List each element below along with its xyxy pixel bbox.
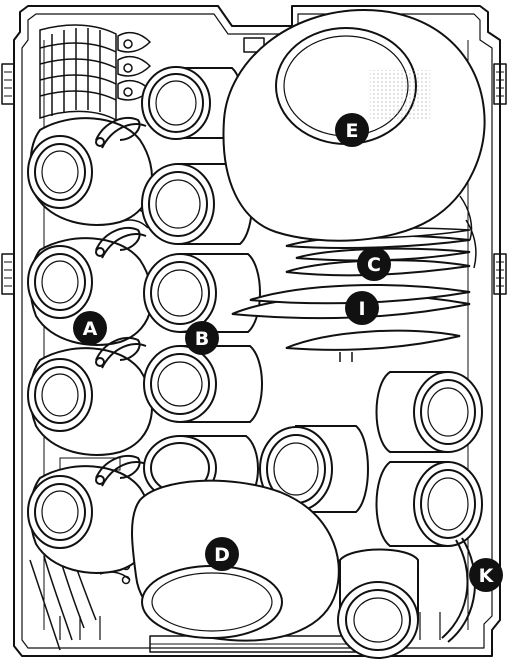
label-k-text: K [479, 565, 495, 587]
cup-1 [141, 66, 244, 140]
label-k: K [469, 558, 503, 592]
cup-9 [337, 548, 419, 659]
cup-4 [143, 345, 263, 423]
label-i-text: I [358, 298, 365, 320]
label-b-text: B [195, 328, 209, 350]
label-e-text: E [346, 120, 359, 142]
mug-2 [27, 227, 153, 346]
label-a-text: A [83, 318, 98, 340]
label-a: A [73, 311, 107, 345]
mug-4 [27, 455, 153, 574]
label-c: C [357, 247, 391, 281]
rack-hook [441, 537, 476, 643]
cup-2 [141, 163, 253, 245]
label-b: B [185, 321, 219, 355]
cup-6 [259, 425, 369, 513]
label-d-text: D [214, 544, 230, 566]
label-c-text: C [367, 254, 381, 276]
cup-8 [375, 461, 483, 547]
cup-3 [143, 253, 261, 333]
label-d: D [205, 537, 239, 571]
label-e: E [335, 113, 369, 147]
label-i: I [345, 291, 379, 325]
cup-7 [375, 371, 483, 453]
mug-1 [27, 117, 153, 226]
mug-3 [27, 337, 153, 456]
